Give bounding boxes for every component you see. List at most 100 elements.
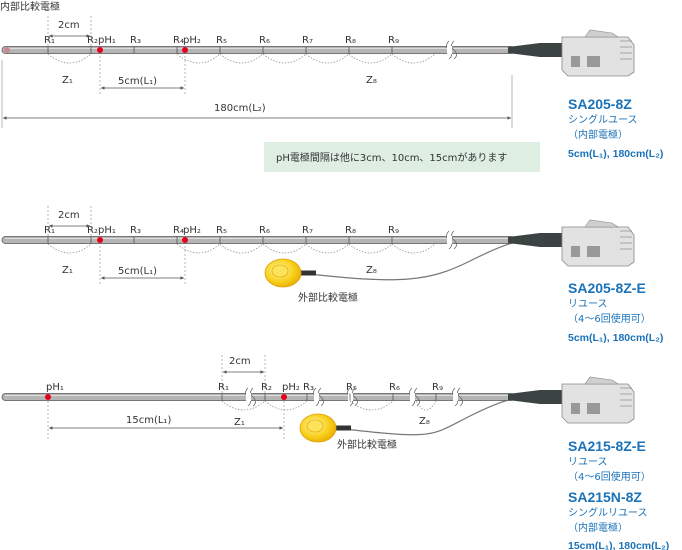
break-gap <box>410 393 415 401</box>
ph-label: pH₂ <box>183 35 201 46</box>
ph-sensor <box>281 394 287 400</box>
connector-slot <box>571 403 580 414</box>
ring-label: R₇ <box>302 225 313 236</box>
reference-label: 外部比較電極 <box>298 291 358 304</box>
internal-reference-tip <box>4 47 10 53</box>
spacing-label: 2cm <box>58 210 80 221</box>
model-name: SA215N-8Z <box>568 489 642 505</box>
model-sizes: 5cm(L₁), 180cm(L₂) <box>568 332 663 344</box>
connector-slot <box>571 56 580 67</box>
catheter-tube <box>1 393 516 401</box>
reference-electrode-center <box>271 264 289 278</box>
model-sizes: 15cm(L₁), 180cm(L₂) <box>568 540 669 550</box>
note-box <box>264 142 540 172</box>
zone-label-z1: Z₁ <box>234 417 245 428</box>
ring-label: R₉ <box>388 225 399 236</box>
reference-label: 外部比較電極 <box>337 438 397 451</box>
reference-lead <box>291 270 316 276</box>
ring-label: R₃ <box>130 225 141 236</box>
zone-arc <box>262 243 307 254</box>
cable-boot <box>508 390 566 404</box>
ph-sensor <box>182 47 188 53</box>
zone-arc <box>349 400 394 411</box>
ph-label: pH₂ <box>183 225 201 236</box>
reference-electrode-center <box>306 419 324 433</box>
ring-label: R₈ <box>345 35 356 46</box>
ring-label: R₆ <box>259 225 270 236</box>
ring-label: R₇ <box>302 35 313 46</box>
spacing-label: 2cm <box>58 20 80 31</box>
ph-label: pH₁ <box>98 225 116 236</box>
ring-label: R₂ <box>87 225 98 236</box>
connector-latch <box>584 29 619 38</box>
ph-sensor <box>182 237 188 243</box>
reference-lead <box>326 425 351 431</box>
break-gap <box>314 393 319 401</box>
model-name: SA205-8Z-E <box>568 280 646 296</box>
reference-cable <box>335 396 541 436</box>
break-mark <box>414 387 420 407</box>
ph-label: pH₁ <box>98 35 116 46</box>
model-sizes: 5cm(L₁), 180cm(L₂) <box>568 148 663 160</box>
zone-arc <box>176 243 221 254</box>
connector-latch <box>584 219 619 228</box>
zone-arc <box>262 53 307 64</box>
ring-label: R₄ <box>173 35 184 46</box>
break-mark <box>451 40 457 60</box>
zone-arc <box>221 400 266 411</box>
ring-label: R₆ <box>389 382 400 393</box>
zone-arc <box>47 53 92 64</box>
zone-label-z1: Z₁ <box>62 265 73 276</box>
catheter-tube <box>1 236 516 244</box>
model-desc: シングルリユース <box>568 506 648 519</box>
ring-label: R₃ <box>303 382 314 393</box>
ph-sensor <box>97 47 103 53</box>
ph-label: pH₁ <box>46 382 64 393</box>
ring-label: R₂ <box>261 382 272 393</box>
model-desc: （4〜6回使用可） <box>568 312 651 325</box>
break-mark <box>451 230 457 250</box>
break-gap <box>447 46 452 54</box>
ring-label: R₃ <box>130 35 141 46</box>
ring-label: R₅ <box>216 225 227 236</box>
break-mark <box>457 387 463 407</box>
zone-arc <box>47 243 92 254</box>
ph-sensor <box>45 394 51 400</box>
l2-label: 180cm(L₂) <box>214 103 266 114</box>
ring-label: R₁ <box>218 382 229 393</box>
model-desc: シングルユース <box>568 113 638 126</box>
connector-latch <box>584 376 619 385</box>
zone-arc <box>391 243 436 254</box>
model-desc: リユース <box>568 457 608 468</box>
zone-arc <box>264 400 308 411</box>
zone-arc <box>219 243 264 254</box>
ring-label: R₅ <box>346 382 357 393</box>
model-desc: （内部電極） <box>568 521 628 534</box>
zone-arc <box>305 53 350 64</box>
model-name: SA215-8Z-E <box>568 438 646 454</box>
catheter-tube <box>1 46 516 54</box>
top-caption: 内部比較電極 <box>0 0 60 13</box>
zone-arc <box>305 243 350 254</box>
ring-label: R₁ <box>44 35 55 46</box>
connector-slot <box>571 246 580 257</box>
ring-label: R₄ <box>173 225 184 236</box>
l1-label: 15cm(L₁) <box>126 415 171 426</box>
cable-boot <box>508 233 566 247</box>
break-gap <box>246 393 251 401</box>
break-mark <box>352 387 358 407</box>
zone-arc <box>415 400 437 411</box>
spacing-label: 2cm <box>229 356 251 367</box>
zone-arc <box>348 53 393 64</box>
zone-label-z1: Z₁ <box>62 75 73 86</box>
zone-arc <box>348 243 393 254</box>
ph-label: pH₂ <box>282 382 300 393</box>
ring-label: R₁ <box>44 225 55 236</box>
zone-arc <box>219 53 264 64</box>
break-gap <box>348 393 353 401</box>
ring-label: R₈ <box>345 225 356 236</box>
zone-label-z8: Z₈ <box>366 265 377 276</box>
ring-label: R₆ <box>259 35 270 46</box>
l1-label: 5cm(L₁) <box>118 266 157 277</box>
connector-slot <box>587 246 600 257</box>
